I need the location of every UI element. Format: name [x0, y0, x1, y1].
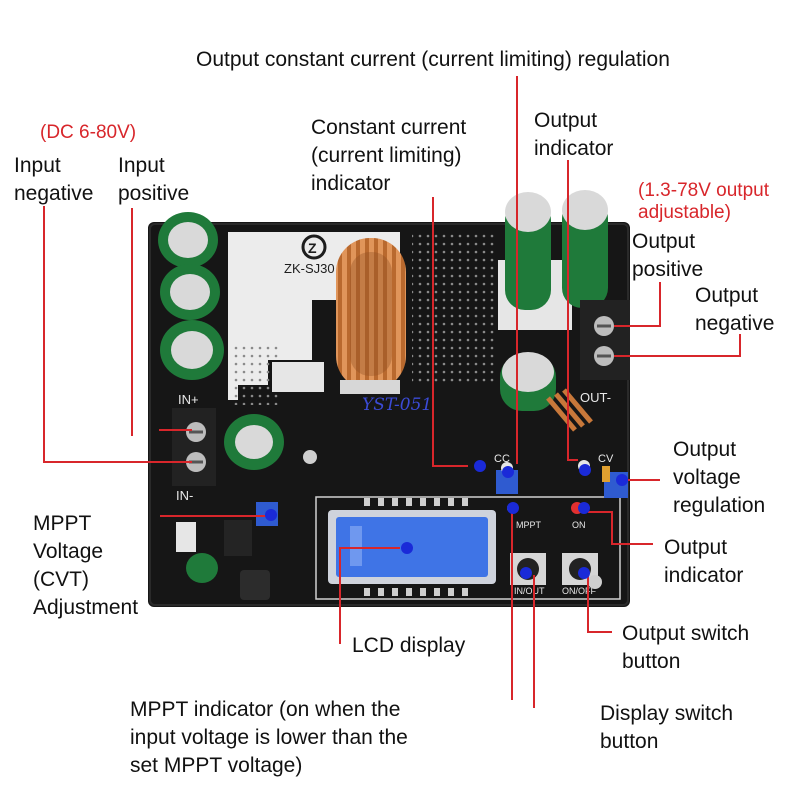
label-output-cc-regulation: Output constant current (current limitin… [196, 48, 670, 71]
annotation-lines [43, 76, 741, 708]
silk-in-plus: IN+ [178, 392, 199, 407]
silk-on: ON [572, 520, 586, 530]
label-output-negative: Output negative [695, 284, 775, 335]
watermark: YST-051 [362, 395, 432, 415]
silk-cc: CC [494, 453, 510, 465]
silk-on-off: ON/OFF [562, 586, 596, 596]
label-output-positive: Output positive [632, 230, 704, 281]
input-capacitors [158, 212, 284, 470]
svg-text:Z: Z [308, 240, 317, 256]
silk-in-out: IN/OUT [514, 586, 545, 596]
board-model-label: ZK-SJ30 [284, 261, 335, 276]
silk-out: OUT- [580, 390, 611, 405]
label-mppt-indicator: MPPT indicator (on when the input voltag… [130, 698, 408, 777]
toroid-inductor [336, 238, 406, 394]
label-input-positive: Input positive [118, 154, 190, 205]
label-lcd-display: LCD display [352, 634, 466, 657]
small-components [176, 450, 602, 600]
silk-in-minus: IN- [176, 488, 193, 503]
silkscreen: IN- IN+ OUT- CC CV MPPT ON IN/OUT ON/OFF [176, 390, 614, 596]
board-logo: Z ZK-SJ30 [284, 234, 335, 276]
label-output-indicator-bottom: Output indicator [664, 536, 744, 587]
silk-cv: CV [598, 453, 614, 465]
label-output-voltage-regulation: Output voltage regulation [673, 438, 766, 517]
label-output-switch-button: Output switch button [622, 622, 750, 673]
output-terminal-block [580, 300, 630, 380]
input-terminal-block [172, 408, 216, 486]
label-mppt-adjustment: MPPT Voltage (CVT) Adjustment [33, 512, 139, 619]
display-pins [364, 498, 468, 596]
silk-mppt: MPPT [516, 520, 542, 530]
label-output-range: (1.3-78V output adjustable) [638, 180, 769, 223]
label-display-switch-button: Display switch button [600, 702, 734, 753]
annotation-dots [265, 460, 628, 579]
label-cc-indicator: Constant current (current limiting) indi… [311, 116, 467, 195]
label-input-negative: Input negative [14, 154, 94, 205]
label-output-indicator-top: Output indicator [534, 109, 614, 160]
label-input-range: (DC 6-80V) [40, 122, 137, 143]
